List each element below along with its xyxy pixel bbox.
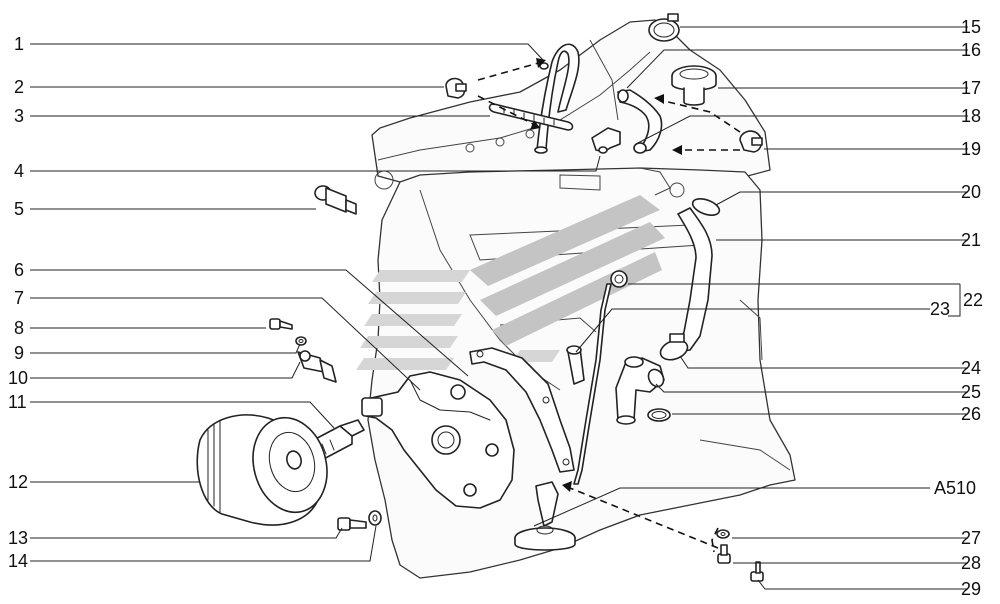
callout-label: 10 (8, 368, 28, 388)
callout-label: 22 (963, 290, 983, 310)
bolt-icon (717, 544, 731, 564)
hose-clamp-icon (445, 77, 467, 99)
oil-pressure-switch-icon (297, 350, 337, 383)
hose-clamp-icon (648, 13, 680, 42)
callout-label: 28 (961, 553, 981, 573)
oil-filter-icon (196, 414, 328, 526)
bolt-icon (337, 517, 367, 531)
callout-label: 23 (930, 299, 950, 319)
callout-label: 12 (8, 472, 28, 492)
callout-label: 18 (961, 106, 981, 126)
callout-label: 20 (961, 182, 981, 202)
oil-pressure-sensor-icon (314, 185, 357, 215)
watermark-logo (356, 195, 665, 370)
washer-icon (368, 510, 382, 526)
oil-separator-icon (488, 103, 574, 131)
bolt-icon (750, 561, 764, 582)
callout-label: 29 (961, 579, 981, 599)
callout-label: 2 (14, 77, 24, 97)
assembly-dashed-lines (477, 58, 741, 553)
callout-label: 13 (8, 528, 28, 548)
callout-label: 6 (14, 260, 24, 280)
oil-filler-cap-icon (671, 65, 717, 106)
callout-labels-left: 1 2 3 4 5 6 7 8 9 10 11 12 13 14 (8, 34, 28, 571)
oil-filler-neck-icon (615, 356, 665, 425)
bolt-icon (269, 318, 293, 330)
callout-label: 3 (14, 106, 24, 126)
oil-pickup-icon (514, 481, 576, 551)
callout-label: 27 (961, 528, 981, 548)
callout-label: 14 (8, 551, 28, 571)
callout-label: 16 (961, 40, 981, 60)
callout-label: 11 (8, 392, 27, 412)
washer-icon (295, 336, 307, 346)
hose-clamp-icon (659, 333, 689, 361)
callout-label: 21 (961, 230, 981, 250)
callout-label: 15 (961, 17, 981, 37)
callout-label: A510 (934, 478, 976, 498)
callout-label: 8 (14, 318, 24, 338)
callout-labels-right: 15 16 17 18 19 20 21 22 23 24 25 26 A510… (930, 17, 983, 599)
washer-icon (716, 529, 730, 539)
callout-label: 4 (14, 161, 24, 181)
callout-label: 19 (961, 139, 981, 159)
o-ring-icon (647, 408, 671, 422)
callout-label: 17 (961, 78, 981, 98)
callout-label: 1 (14, 34, 24, 54)
callout-label: 5 (14, 199, 24, 219)
callout-label: 7 (14, 288, 24, 308)
elbow-fitting-icon (591, 127, 621, 154)
oil-pump-gasket-icon (469, 347, 575, 473)
callout-label: 26 (961, 404, 981, 424)
oil-pump-housing-icon (361, 371, 515, 509)
oil-dipstick-icon (573, 270, 628, 485)
leader-lines (30, 26, 968, 590)
callout-label: 25 (961, 382, 981, 402)
callout-label: 24 (961, 358, 981, 378)
hose-clamp-icon (739, 130, 763, 153)
dipstick-guide-tube-icon (566, 345, 585, 385)
callout-label: 9 (14, 343, 24, 363)
